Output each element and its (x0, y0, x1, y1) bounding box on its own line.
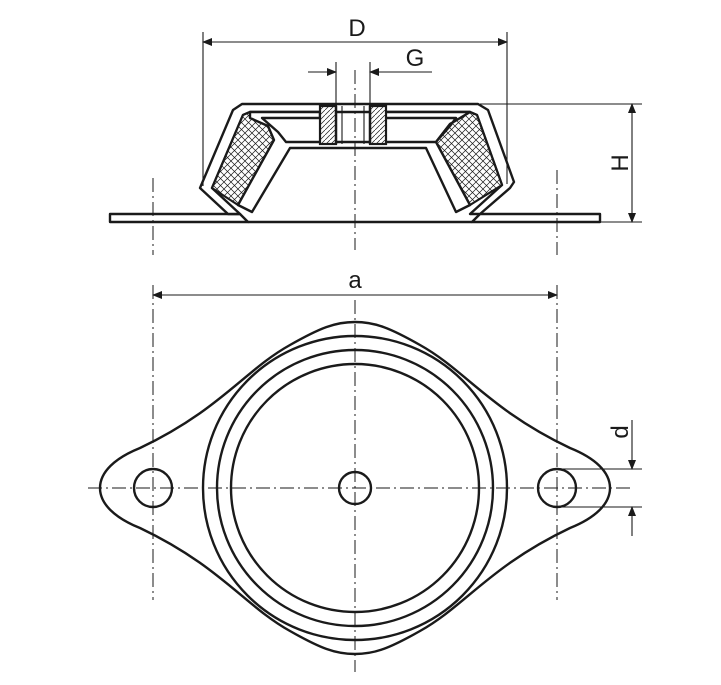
G-label: G (406, 45, 425, 72)
a-label: a (348, 267, 362, 294)
H-label: H (607, 154, 634, 171)
base-flange-right (470, 212, 602, 224)
flange-outline (98, 320, 612, 656)
D-label: D (348, 15, 365, 42)
plan-view: a d (88, 267, 642, 672)
section-view: D G H (108, 15, 642, 255)
d-label: d (607, 425, 634, 438)
base-flange (108, 212, 250, 224)
thread-insert-left (318, 104, 338, 146)
inner-cone (236, 110, 472, 214)
thread-insert-right (368, 104, 388, 146)
